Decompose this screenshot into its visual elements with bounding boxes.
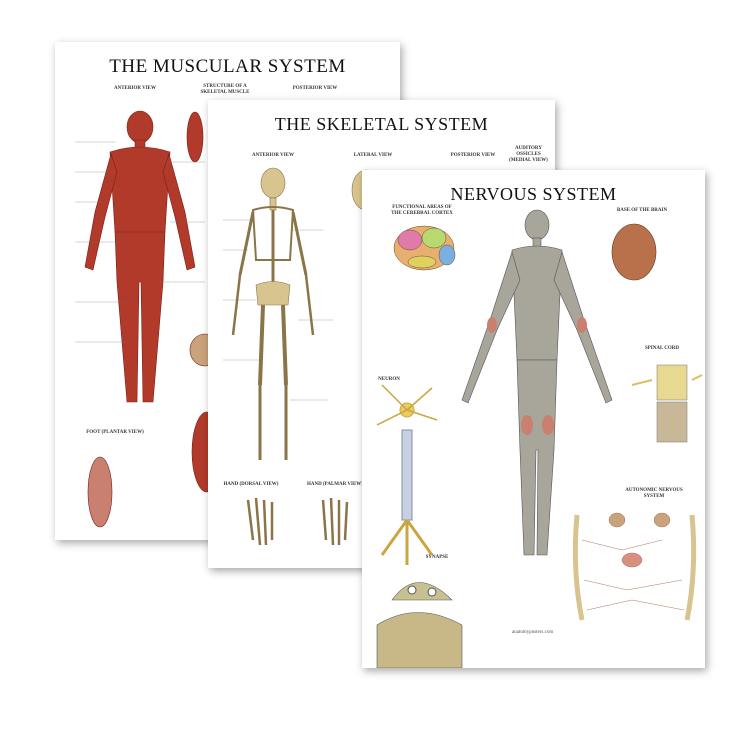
joint-highlights bbox=[487, 317, 587, 435]
section-label: HAND (PALMAR VIEW) bbox=[307, 482, 363, 487]
spinal-cord-illustration bbox=[631, 364, 703, 443]
poster-title: NERVOUS SYSTEM bbox=[450, 184, 617, 204]
section-label: FOOT (PLANTAR VIEW) bbox=[86, 430, 144, 435]
section-label: SPINAL CORD bbox=[644, 346, 680, 351]
poster-title: THE MUSCULAR SYSTEM bbox=[109, 56, 346, 77]
section-label: NEURON bbox=[378, 377, 400, 382]
section-label: AUDITORY OSSICLES (MEDIAL VIEW) bbox=[509, 146, 548, 163]
section-label: BASE OF THE BRAIN bbox=[616, 208, 668, 213]
section-label: POSTERIOR VIEW bbox=[292, 86, 338, 91]
section-label: STRUCTURE OF A SKELETAL MUSCLE bbox=[200, 84, 250, 95]
autonomic-nervous-system-illustration bbox=[572, 512, 697, 621]
section-label: AUTONOMIC NERVOUS SYSTEM bbox=[625, 488, 683, 499]
synapse-illustration bbox=[376, 582, 463, 668]
section-label: ANTERIOR VIEW bbox=[114, 86, 156, 91]
poster-title: THE SKELETAL SYSTEM bbox=[274, 114, 489, 134]
nervous-illustrations bbox=[376, 209, 703, 668]
brain-base-illustration bbox=[611, 223, 657, 281]
cortex-illustration bbox=[393, 225, 456, 271]
neuron-illustration bbox=[376, 384, 438, 565]
section-label: POSTERIOR VIEW bbox=[450, 153, 496, 158]
skeleton-illustration bbox=[223, 167, 381, 546]
section-label: FUNCTIONAL AREAS OF THE CEREBRAL CORTEX bbox=[391, 205, 453, 216]
website-footer: anatomyposters.com bbox=[512, 630, 554, 635]
section-label: ANTERIOR VIEW bbox=[252, 153, 294, 158]
nervous-body-illustration bbox=[461, 209, 613, 556]
section-label: HAND (DORSAL VIEW) bbox=[223, 482, 279, 487]
section-label: SYNAPSE bbox=[425, 555, 449, 560]
section-label: LATERAL VIEW bbox=[353, 153, 393, 158]
nervous-system-poster: NERVOUS SYSTEM FUNCTIONAL AREAS OF THE C… bbox=[362, 170, 705, 668]
